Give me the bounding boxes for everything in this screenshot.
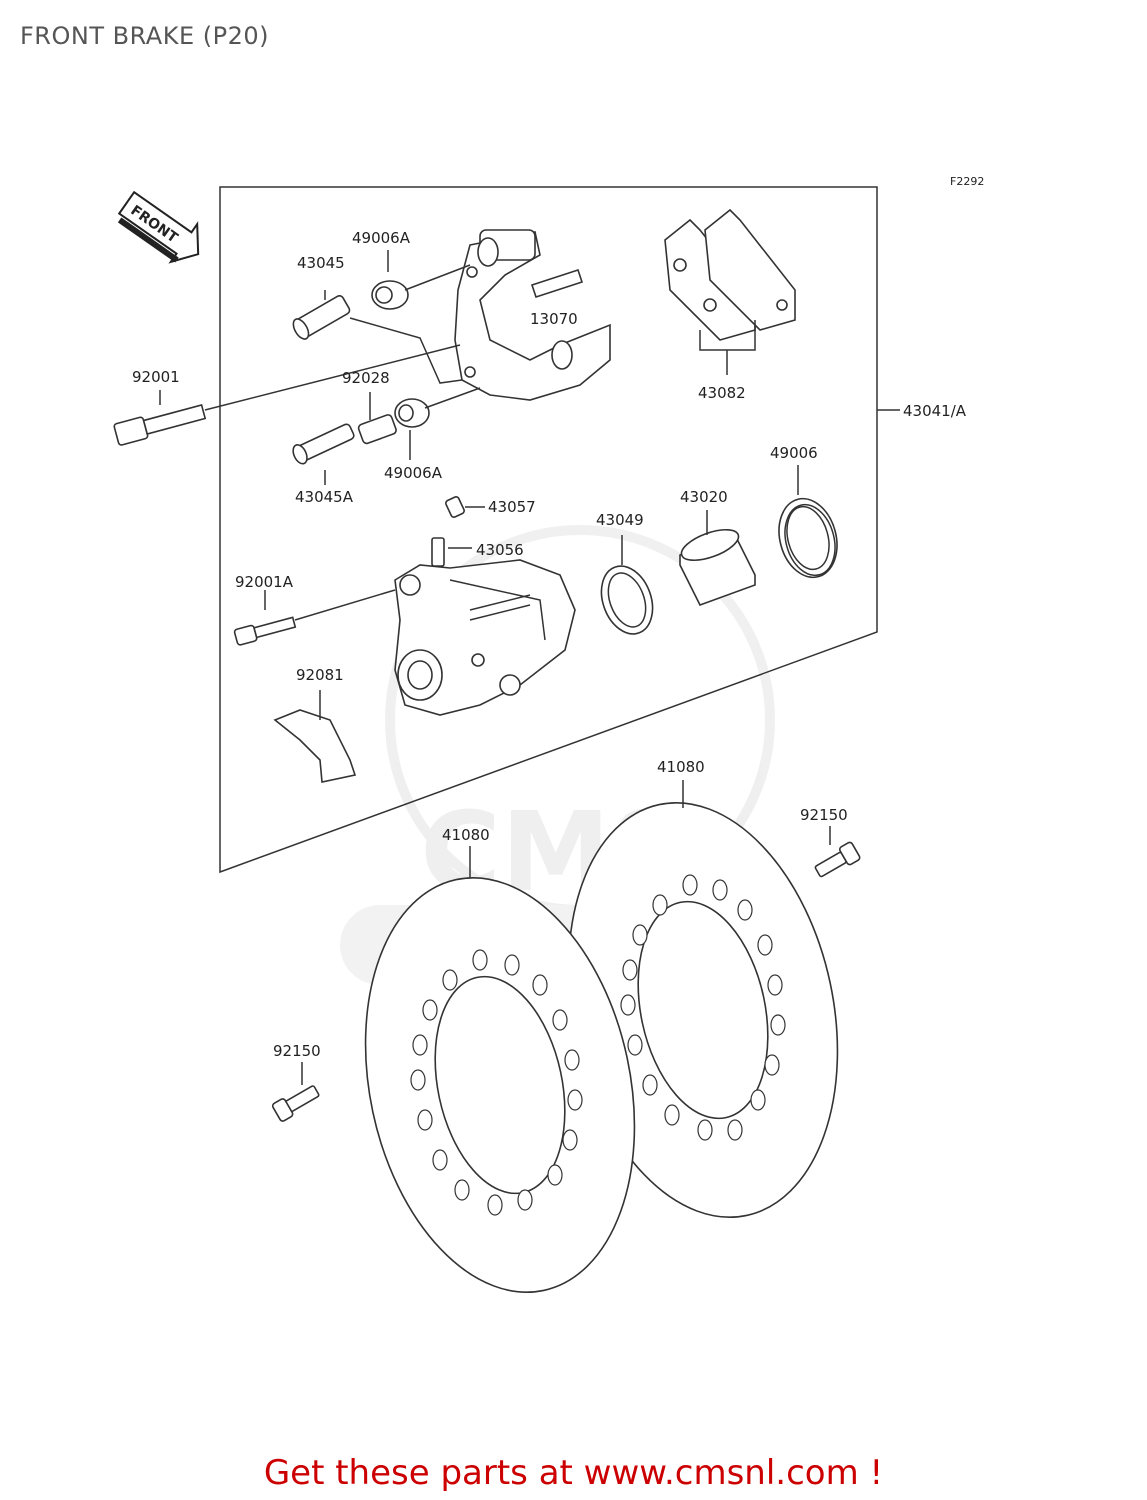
label-92028: 92028 xyxy=(342,369,390,387)
label-92001: 92001 xyxy=(132,368,180,386)
brake-pads xyxy=(664,208,796,375)
label-49006A-mid: 49006A xyxy=(384,464,443,482)
piston-seal xyxy=(600,565,654,635)
label-43049: 43049 xyxy=(596,511,644,529)
piston xyxy=(679,528,756,606)
front-arrow-icon: FRONT xyxy=(117,190,200,264)
label-43020: 43020 xyxy=(680,488,728,506)
label-43045A: 43045A xyxy=(295,488,354,506)
label-41080-left: 41080 xyxy=(442,826,490,844)
label-43041-A: 43041/A xyxy=(903,402,967,420)
bolt-92001 xyxy=(113,403,207,446)
disc-bolt-left xyxy=(271,1085,320,1122)
bleeder-valve xyxy=(431,537,445,567)
label-43082: 43082 xyxy=(698,384,746,402)
disc-bolt-right xyxy=(814,841,861,878)
label-92150-right: 92150 xyxy=(800,806,848,824)
brake-disc-right xyxy=(567,802,839,1218)
brake-disc-left xyxy=(364,877,636,1293)
slide-pin-43045 xyxy=(292,295,351,340)
footer-cta-link[interactable]: Get these parts at www.cmsnl.com ! xyxy=(263,1453,884,1493)
page-title: FRONT BRAKE (P20) xyxy=(20,22,269,50)
figure-code: F2292 xyxy=(950,175,984,188)
dust-seal xyxy=(778,497,838,579)
label-43045: 43045 xyxy=(297,254,345,272)
label-92150-left: 92150 xyxy=(273,1042,321,1060)
bleeder-cap xyxy=(445,496,465,518)
label-43056: 43056 xyxy=(476,541,524,559)
caliper-body xyxy=(394,559,576,716)
pad-spring xyxy=(530,268,584,299)
dust-boot-mid xyxy=(394,398,430,428)
label-49006A-top: 49006A xyxy=(352,229,411,247)
slide-pin-43045A xyxy=(292,423,355,465)
bolt-92001A xyxy=(233,616,297,646)
label-49006: 49006 xyxy=(770,444,818,462)
label-92001A: 92001A xyxy=(235,573,294,591)
label-92081: 92081 xyxy=(296,666,344,684)
pad-clip xyxy=(273,709,357,783)
label-13070: 13070 xyxy=(530,310,578,328)
dust-boot-top xyxy=(371,280,409,310)
label-43057: 43057 xyxy=(488,498,536,516)
sleeve-92028 xyxy=(357,414,397,445)
caliper-bracket xyxy=(454,229,611,401)
label-41080-right: 41080 xyxy=(657,758,705,776)
parts-diagram: .ln { stroke:#333; stroke-width:1.5; fil… xyxy=(113,175,984,1293)
caliper-assembly-outline xyxy=(219,186,878,874)
